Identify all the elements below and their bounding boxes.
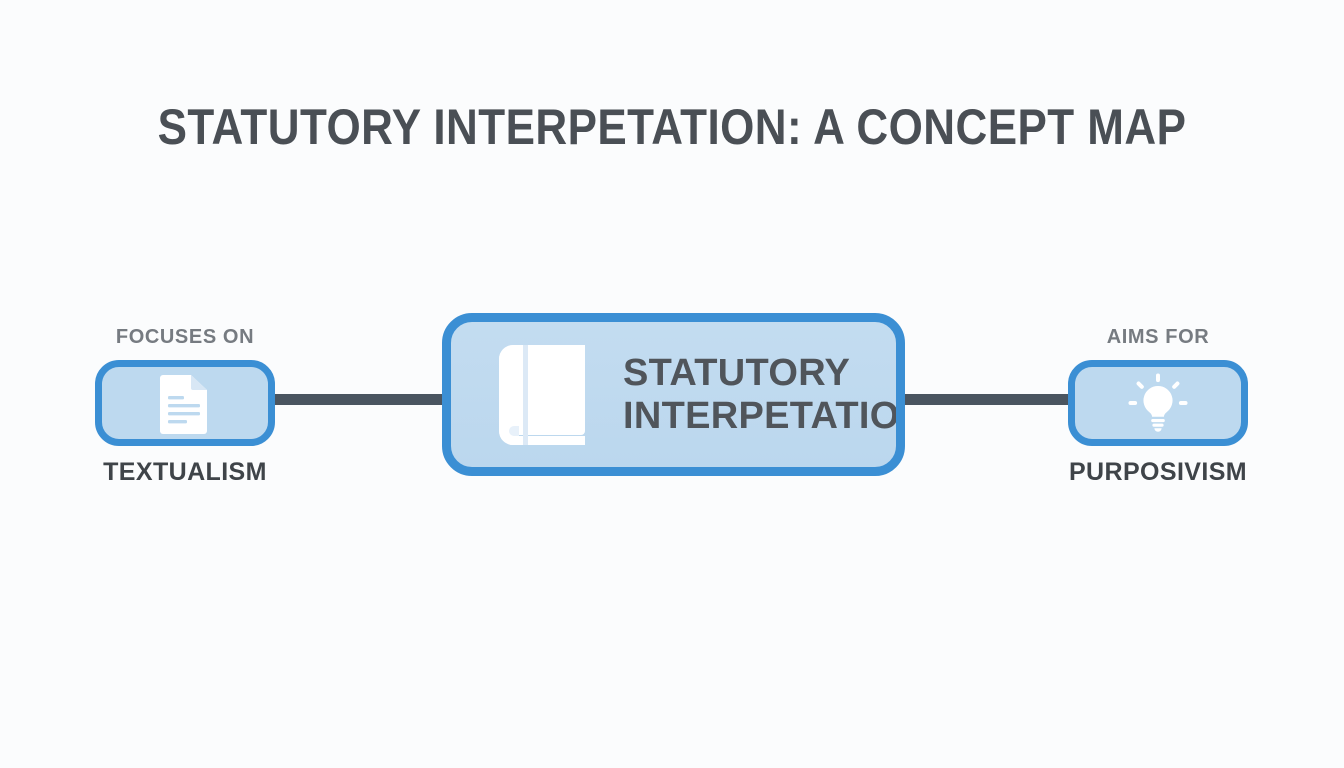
node-statutory-interpretation[interactable]: STATUTORY INTERPETATION (442, 313, 905, 476)
relation-label-focuses-on: FOCUSES ON (115, 326, 255, 348)
page-title: STATUTORY INTERPETATION: A CONCEPT MAP (157, 99, 1187, 155)
connector-center-to-purposivism (898, 394, 1074, 405)
relation-label-aims-for: AIMS FOR (1106, 326, 1210, 348)
node-purposivism[interactable] (1068, 360, 1248, 446)
center-node-line2: INTERPETATION (623, 394, 905, 437)
node-label-purposivism: PURPOSIVISM (1068, 458, 1248, 486)
node-label-textualism: TEXTUALISM (103, 458, 267, 486)
lightbulb-icon (1127, 372, 1189, 434)
connector-textualism-to-center (272, 394, 452, 405)
node-textualism[interactable] (95, 360, 275, 446)
center-node-text: STATUTORY INTERPETATION (623, 351, 905, 437)
book-icon (497, 343, 589, 447)
center-node-line1: STATUTORY (623, 351, 851, 394)
document-icon (159, 372, 211, 434)
